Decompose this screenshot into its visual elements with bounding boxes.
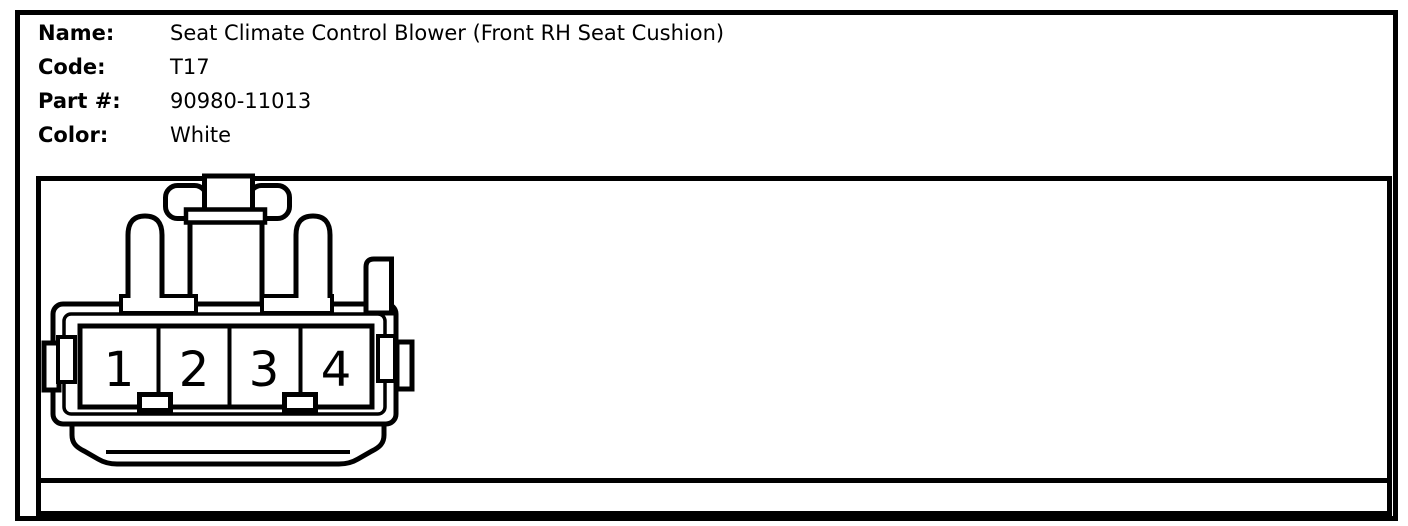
connector-diagram: 1 2 3 4 [41,173,415,467]
outer-frame [15,10,1398,521]
connector-header: Name: Seat Climate Control Blower (Front… [38,16,1338,152]
field-row-color: Color: White [38,118,1338,152]
bottom-index-tab-1 [137,392,173,413]
pin-cavity-row [77,323,375,410]
left-post-foot [119,294,198,315]
right-corner-tab [363,256,394,316]
right-side-slot [376,334,397,383]
bottom-strip-row [36,483,1392,516]
field-row-part: Part #: 90980-11013 [38,84,1338,118]
right-side-clip [394,339,415,392]
pin-label-1: 1 [104,342,135,398]
code-value: T17 [170,55,210,79]
left-post [125,213,165,298]
color-label: Color: [38,123,109,147]
latch-crossbar [183,207,268,225]
field-row-code: Code: T17 [38,50,1338,84]
pin-label-3: 3 [249,342,280,398]
part-number-value: 90980-11013 [170,89,312,113]
right-post-foot [260,294,334,315]
bottom-index-tab-2 [282,392,318,413]
field-row-name: Name: Seat Climate Control Blower (Front… [38,16,1338,50]
right-post [293,213,333,298]
part-number-label: Part #: [38,89,121,113]
name-label: Name: [38,21,115,45]
code-label: Code: [38,55,106,79]
color-value: White [170,123,232,147]
pin-label-2: 2 [179,342,210,398]
left-side-slot [56,335,77,384]
name-value: Seat Climate Control Blower (Front RH Se… [170,21,725,45]
pin-label-4: 4 [321,342,352,398]
connector-base-skirt [69,421,387,467]
